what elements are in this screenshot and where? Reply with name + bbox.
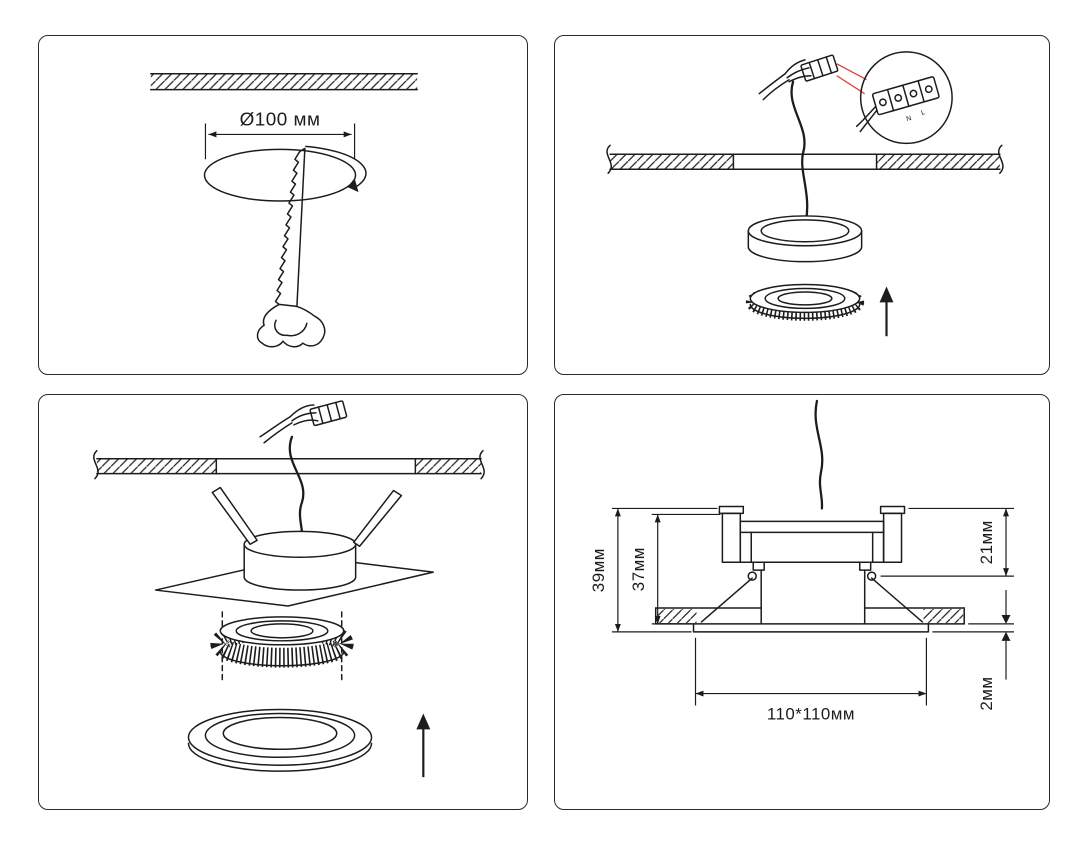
light-housing [747, 215, 863, 263]
wire-connector [259, 400, 348, 444]
dimension-110x110mm: 110*110мм [694, 637, 927, 723]
dim-total-height-label: 39мм [589, 548, 608, 592]
pivot-right [866, 571, 877, 581]
knurled-ring [210, 616, 354, 668]
magnifier-leader-line-bottom [836, 75, 865, 95]
pendant-wire [814, 399, 824, 510]
ceiling-hole-ellipse [203, 145, 367, 202]
fixture-cross-section [700, 505, 924, 625]
step4-dimension-drawing: 39мм 37мм 21мм 2мм 110*110м [589, 399, 1014, 723]
dimension-39mm: 39мм [589, 507, 718, 633]
dim-cutout-label: 110*110мм [767, 704, 855, 723]
spring-clips [211, 486, 403, 548]
dim-housing-height-label: 37мм [629, 547, 648, 591]
dim-flange-thickness-label: 2мм [977, 676, 996, 710]
step3-illustration [93, 400, 485, 778]
ceiling-cross-section [93, 449, 485, 480]
ceiling-cross-section [654, 607, 965, 625]
panel-step4-dimensions: 39мм 37мм 21мм 2мм 110*110м [554, 394, 1050, 810]
drywall-saw [256, 147, 326, 348]
push-up-arrow [416, 713, 431, 778]
cut-direction-arrowhead [347, 178, 359, 193]
terminal-block-small [800, 54, 839, 82]
pivot-left [747, 571, 757, 581]
step2-illustration: N L [606, 51, 1004, 337]
saw-teeth [274, 150, 301, 306]
push-up-arrow [879, 286, 894, 337]
dimension-2mm: 2мм [932, 590, 1014, 711]
wire-connector [758, 54, 839, 101]
spring-arm-right [870, 577, 924, 623]
step1-illustration: Ø100 мм [150, 73, 418, 348]
connector-magnified-view: N L [855, 51, 953, 145]
terminal-block-small [309, 400, 348, 427]
dimension-37mm: 37мм [629, 513, 721, 625]
dim-above-ceiling-label: 21мм [977, 520, 996, 564]
spring-arm-left [700, 577, 753, 623]
terminal-label-l: L [920, 109, 926, 117]
panel-step2-connect-wires: N L [554, 35, 1050, 375]
trim-flange [692, 623, 930, 633]
cut-direction-arc [305, 145, 367, 188]
terminal-label-n: N [906, 115, 913, 123]
light-housing [243, 530, 357, 591]
dimension-21mm: 21мм [880, 507, 1014, 577]
magnifier-leader-line-top [836, 63, 867, 81]
trim-ring [187, 708, 373, 772]
pendant-wire [790, 80, 809, 223]
ceiling-hatch-band [150, 73, 418, 91]
panel-step1-cut-hole: Ø100 мм [38, 35, 528, 375]
spring-screw-right [882, 512, 903, 563]
ceiling-cross-section [606, 144, 1004, 174]
saw-handle [256, 303, 326, 348]
knurled-ring [745, 283, 865, 321]
spring-screw-left [721, 512, 742, 563]
hole-diameter-dimension: Ø100 мм [204, 109, 356, 160]
hole-diameter-label: Ø100 мм [240, 109, 321, 130]
panel-step3-mount-housing [38, 394, 528, 810]
saw-handle-grip-line [274, 319, 308, 337]
